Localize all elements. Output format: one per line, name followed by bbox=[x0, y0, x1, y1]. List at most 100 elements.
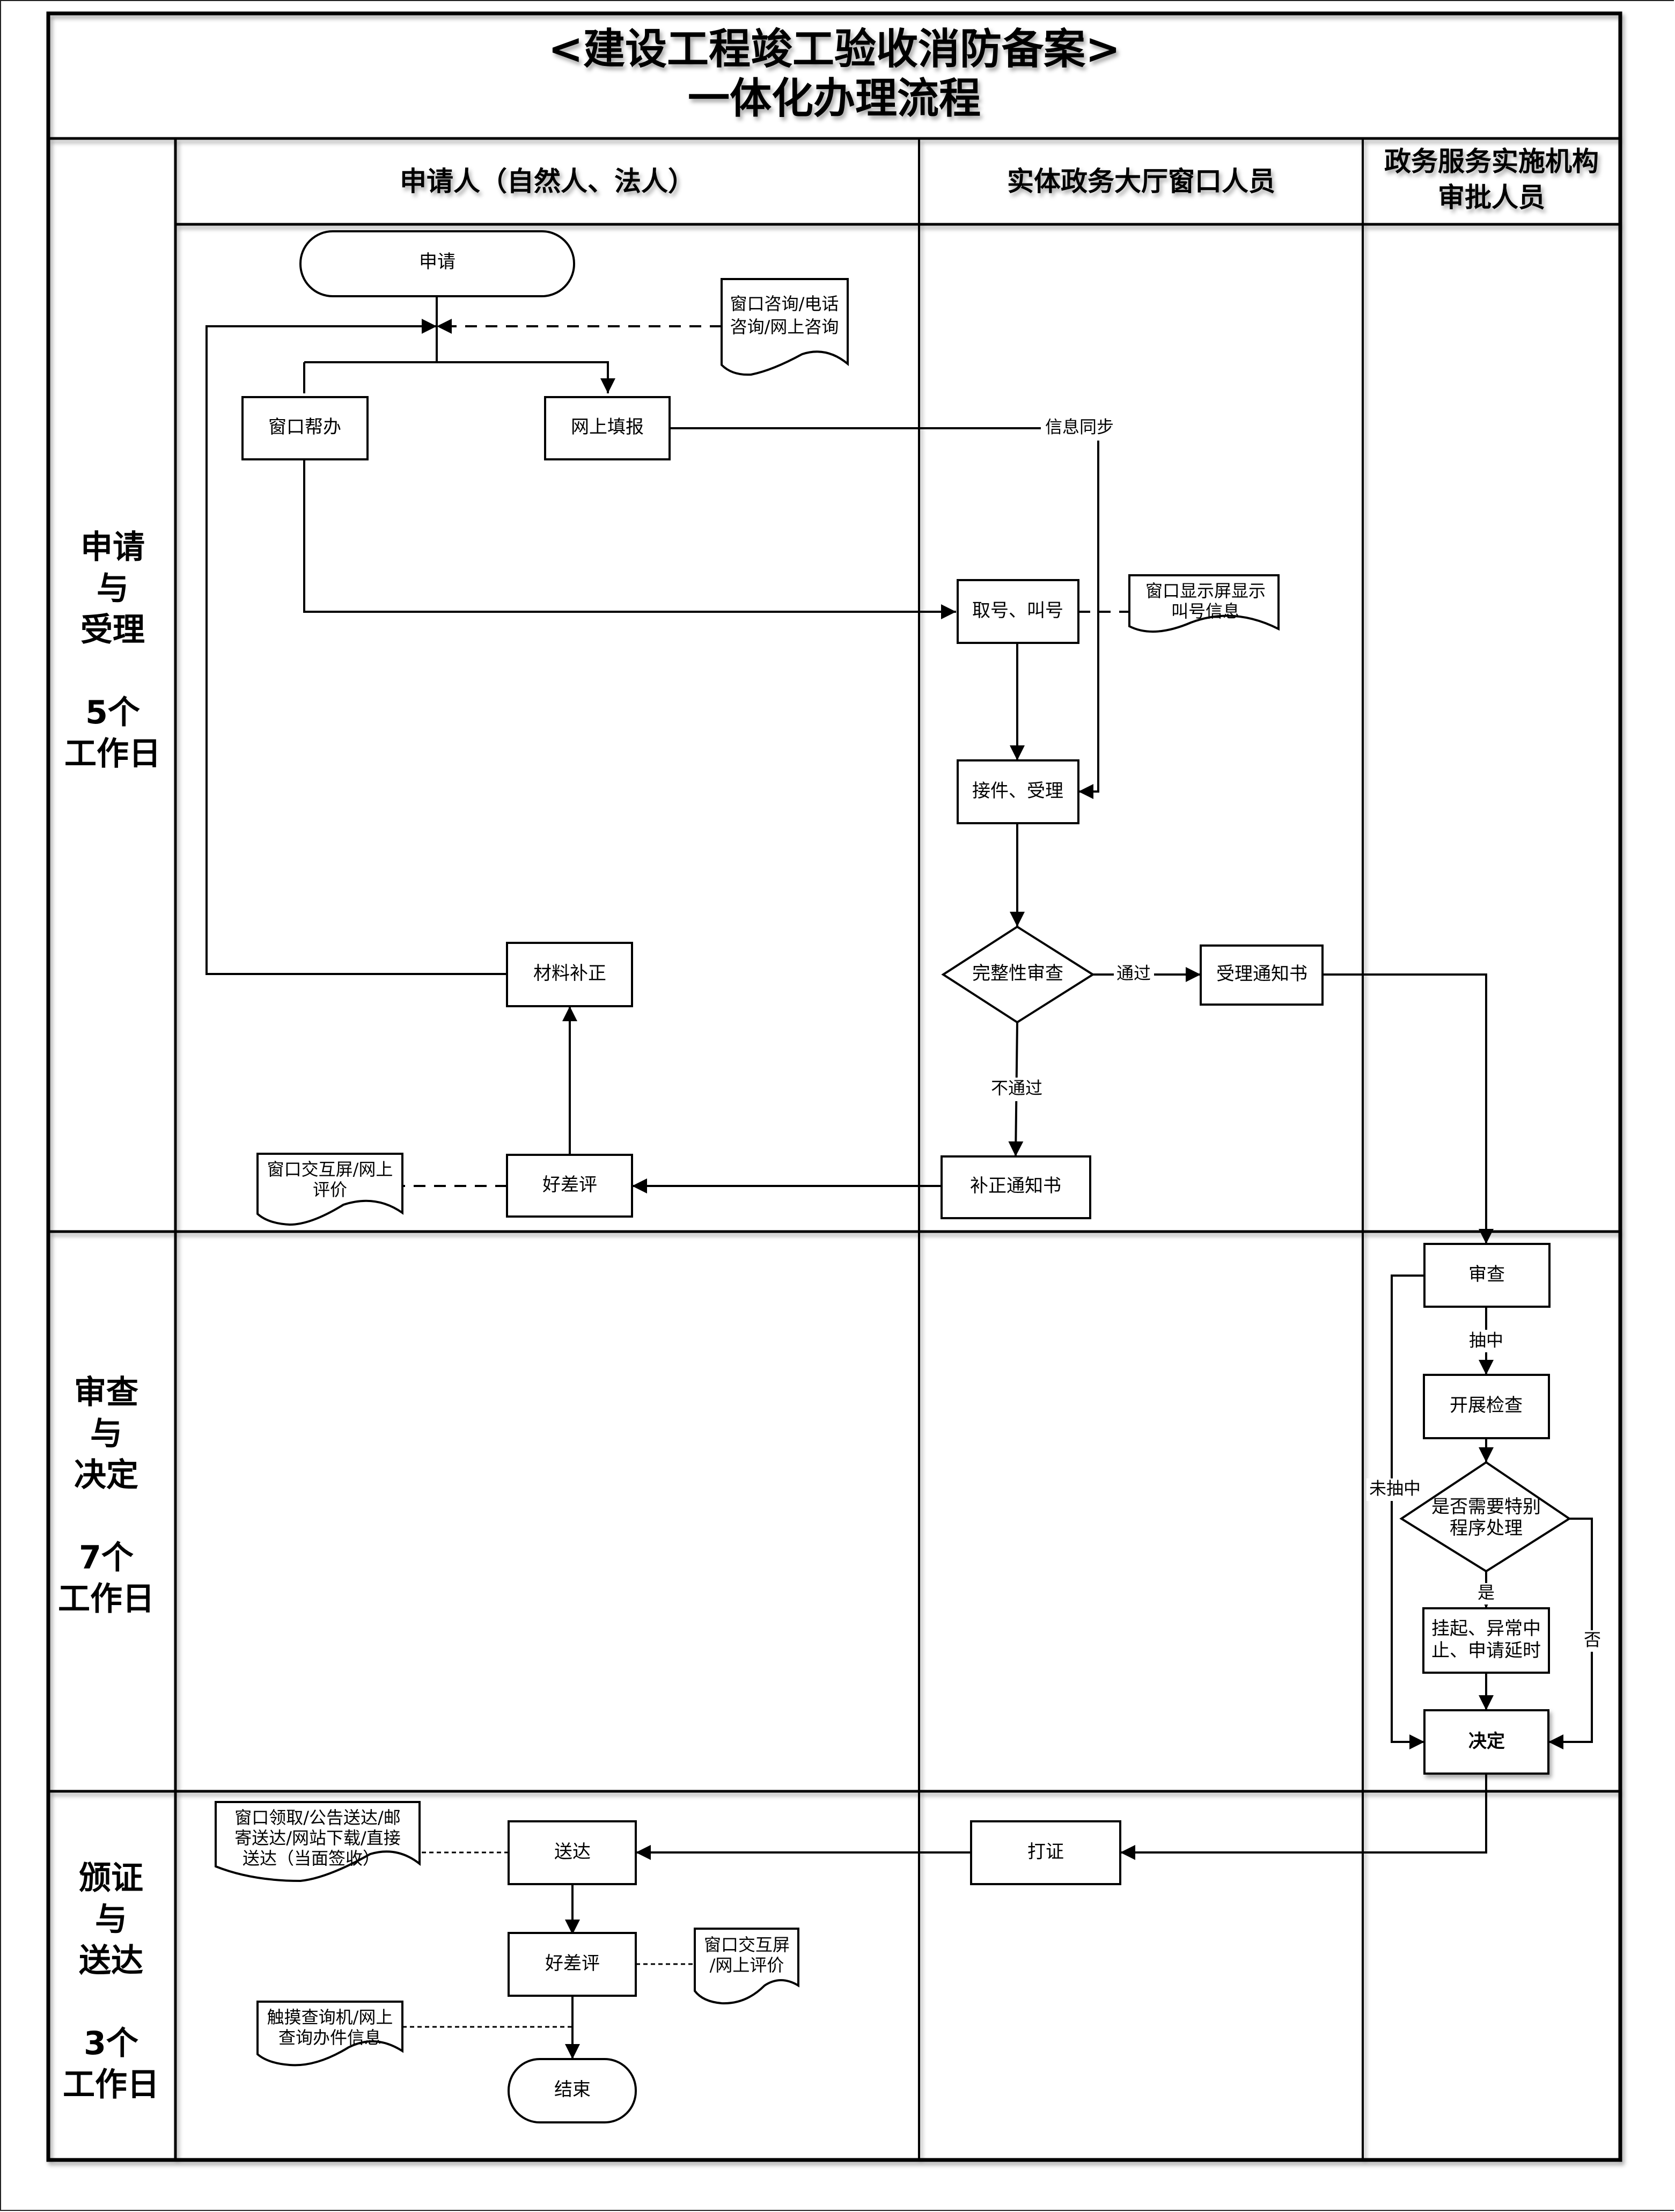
node-deliver-doc-line1: 窗口领取/公告送达/邮 bbox=[234, 1807, 401, 1828]
node-deliver-doc-line3: 送达（当面签收） bbox=[243, 1848, 380, 1869]
lane-header-approver-line1: 政务服务实施机构 bbox=[1384, 146, 1599, 177]
node-rating-1-doc-line1: 窗口交互屏/网上 bbox=[267, 1159, 393, 1180]
edge-accept-review bbox=[1323, 973, 1494, 1244]
node-consult-doc-line2: 咨询/网上咨询 bbox=[730, 317, 839, 337]
node-window-help[interactable]: 窗口帮办 bbox=[241, 396, 369, 460]
node-print[interactable]: 打证 bbox=[970, 1820, 1121, 1885]
node-accept-notice[interactable]: 受理通知书 bbox=[1200, 944, 1324, 1006]
stage-deliver-l1: 颁证 bbox=[79, 1859, 143, 1897]
connectors bbox=[205, 296, 1593, 2059]
lane-headers: 申请人（自然人、法人） 实体政务大厅窗口人员 政务服务实施机构 审批人员 bbox=[400, 146, 1599, 213]
node-end[interactable]: 结束 bbox=[508, 2058, 637, 2123]
node-screen-doc-line2: 叫号信息 bbox=[1171, 601, 1240, 621]
edge-decide-print bbox=[1120, 1774, 1487, 1860]
stage-apply-l2: 与 bbox=[97, 570, 129, 607]
stage-labels: 申请 与 受理 5个 工作日 审查 与 决定 7个 工作日 颁证 与 送达 3个… bbox=[58, 529, 161, 2104]
label-not-selected: 未抽中 bbox=[1369, 1478, 1421, 1499]
node-query-doc-line2: 查询办件信息 bbox=[278, 2027, 381, 2048]
node-correction-notice[interactable]: 补正通知书 bbox=[941, 1155, 1091, 1219]
edge-not-selected bbox=[1391, 1275, 1424, 1749]
label-selected: 抽中 bbox=[1469, 1330, 1503, 1351]
node-end-label: 结束 bbox=[554, 2079, 591, 2100]
node-deliver-doc-line2: 寄送达/网站下载/直接 bbox=[234, 1828, 401, 1848]
node-review[interactable]: 审查 bbox=[1423, 1243, 1551, 1308]
nodes: 申请 窗口咨询/电话 咨询/网上咨询 窗口帮办 网上填报 取号、叫号 窗口显示屏… bbox=[215, 230, 1571, 2123]
node-decide[interactable]: 决定 bbox=[1423, 1709, 1549, 1775]
node-suspend-line2: 止、申请延时 bbox=[1431, 1640, 1541, 1661]
label-yes: 是 bbox=[1478, 1583, 1495, 1603]
stage-apply-l1: 申请 bbox=[80, 529, 145, 566]
node-completeness[interactable]: 完整性审查 bbox=[941, 925, 1095, 1024]
stage-label-review: 审查 与 决定 7个 工作日 bbox=[58, 1374, 155, 1618]
node-decide-label: 决定 bbox=[1468, 1731, 1505, 1752]
node-print-label: 打证 bbox=[1027, 1841, 1064, 1863]
outer-frame bbox=[46, 11, 1622, 2162]
node-consult-doc[interactable]: 窗口咨询/电话 咨询/网上咨询 bbox=[721, 278, 849, 376]
stage-label-apply: 申请 与 受理 5个 工作日 bbox=[64, 529, 161, 773]
node-rating-1-doc[interactable]: 窗口交互屏/网上 评价 bbox=[256, 1153, 403, 1226]
node-screen-doc-line1: 窗口显示屏显示 bbox=[1145, 581, 1266, 601]
node-special[interactable]: 是否需要特别 程序处理 bbox=[1399, 1461, 1571, 1573]
node-rating-2[interactable]: 好差评 bbox=[508, 1932, 637, 1997]
node-material-fix-label: 材料补正 bbox=[533, 963, 606, 984]
node-deliver[interactable]: 送达 bbox=[508, 1820, 637, 1885]
edge-split-online bbox=[304, 361, 615, 393]
stage-review-l1: 审查 bbox=[74, 1374, 138, 1411]
node-completeness-label: 完整性审查 bbox=[972, 963, 1063, 984]
node-special-line2: 程序处理 bbox=[1450, 1518, 1523, 1539]
node-rating-2-doc[interactable]: 窗口交互屏 /网上评价 bbox=[694, 1928, 799, 2005]
node-start-label: 申请 bbox=[419, 251, 456, 273]
node-rating-1-label: 好差评 bbox=[542, 1174, 597, 1196]
stage-deliver-l3: 送达 bbox=[79, 1942, 143, 1980]
page-title: <建设工程竣工验收消防备案> 一体化办理流程 bbox=[548, 25, 1121, 123]
label-pass: 通过 bbox=[1116, 963, 1151, 984]
edge-material-fix-loop bbox=[205, 319, 507, 975]
title-line-1: <建设工程竣工验收消防备案> bbox=[548, 25, 1121, 74]
swimlane-table bbox=[46, 11, 1622, 2162]
node-deliver-doc[interactable]: 窗口领取/公告送达/邮 寄送达/网站下载/直接 送达（当面签收） bbox=[215, 1801, 421, 1883]
stage-label-deliver: 颁证 与 送达 3个 工作日 bbox=[63, 1859, 159, 2104]
stage-review-l2: 与 bbox=[90, 1415, 122, 1453]
edge-labels: 信息同步 通过 不通过 抽中 未抽中 是 否 bbox=[987, 416, 1602, 1652]
stage-apply-days: 5个 bbox=[85, 694, 140, 731]
stage-deliver-l2: 与 bbox=[95, 1901, 127, 1938]
label-info-sync: 信息同步 bbox=[1045, 417, 1114, 437]
stage-apply-l3: 受理 bbox=[80, 611, 145, 649]
stage-review-l3: 决定 bbox=[74, 1456, 138, 1494]
lane-header-applicant: 申请人（自然人、法人） bbox=[400, 166, 695, 197]
node-take-number[interactable]: 取号、叫号 bbox=[957, 579, 1079, 644]
node-rating-2-doc-line2: /网上评价 bbox=[710, 1955, 784, 1975]
node-start[interactable]: 申请 bbox=[299, 230, 575, 297]
node-rating-1[interactable]: 好差评 bbox=[506, 1154, 633, 1218]
node-suspend[interactable]: 挂起、异常中 止、申请延时 bbox=[1422, 1607, 1550, 1674]
lane-header-approver-line2: 审批人员 bbox=[1438, 182, 1545, 213]
stage-review-days: 7个 bbox=[79, 1539, 134, 1577]
stage-deliver-days: 3个 bbox=[84, 2025, 138, 2062]
node-receive-label: 接件、受理 bbox=[972, 780, 1063, 802]
node-online-fill[interactable]: 网上填报 bbox=[544, 396, 671, 460]
node-window-help-label: 窗口帮办 bbox=[268, 416, 341, 438]
node-inspect-label: 开展检查 bbox=[1450, 1395, 1523, 1416]
node-screen-doc[interactable]: 窗口显示屏显示 叫号信息 bbox=[1128, 574, 1280, 633]
node-inspect[interactable]: 开展检查 bbox=[1423, 1374, 1550, 1439]
stage-review-unit: 工作日 bbox=[58, 1580, 155, 1618]
node-rating-2-doc-line1: 窗口交互屏 bbox=[704, 1935, 790, 1955]
node-query-doc[interactable]: 触摸查询机/网上 查询办件信息 bbox=[256, 2001, 403, 2067]
title-line-2: 一体化办理流程 bbox=[688, 75, 981, 123]
node-deliver-label: 送达 bbox=[554, 1841, 591, 1863]
label-fail: 不通过 bbox=[991, 1078, 1042, 1098]
node-material-fix[interactable]: 材料补正 bbox=[506, 942, 633, 1007]
node-special-line1: 是否需要特别 bbox=[1431, 1496, 1541, 1518]
node-suspend-line1: 挂起、异常中 bbox=[1431, 1618, 1541, 1639]
node-accept-notice-label: 受理通知书 bbox=[1216, 963, 1307, 985]
node-take-number-label: 取号、叫号 bbox=[972, 600, 1063, 621]
stage-deliver-unit: 工作日 bbox=[63, 2066, 159, 2104]
edge-window-help-take-number bbox=[303, 459, 956, 619]
edge-online-receive bbox=[670, 427, 1099, 799]
node-online-fill-label: 网上填报 bbox=[571, 416, 644, 438]
node-consult-doc-line1: 窗口咨询/电话 bbox=[730, 294, 839, 314]
node-rating-1-doc-line2: 评价 bbox=[313, 1180, 347, 1200]
node-receive[interactable]: 接件、受理 bbox=[957, 759, 1079, 824]
